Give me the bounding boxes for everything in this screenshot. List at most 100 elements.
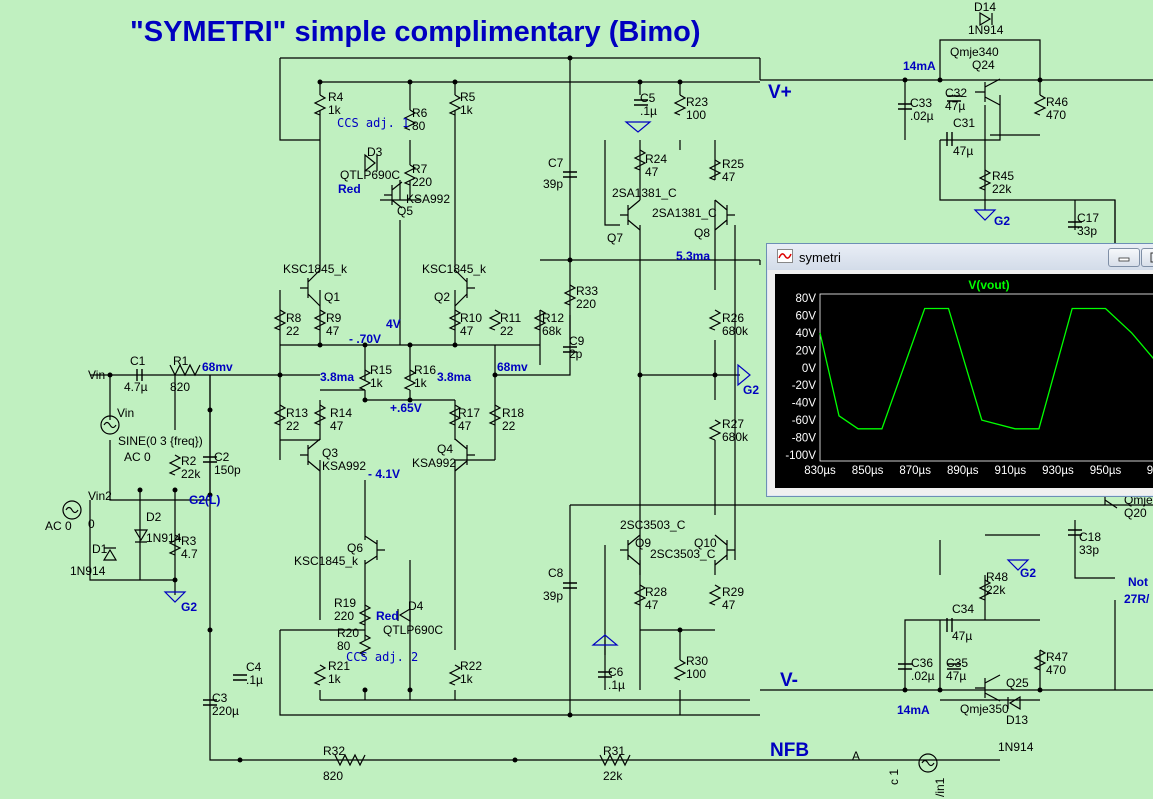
net-label-vin2[interactable]: Vin2 [88,489,112,503]
label-q6-value[interactable]: KSC1845_k [294,554,359,568]
net-label-a[interactable]: A [852,749,861,763]
label-d14-value[interactable]: 1N914 [968,23,1004,37]
label-c7-name[interactable]: C7 [548,156,564,170]
label-d3-value[interactable]: QTLP690C [340,168,401,182]
label-q25-value[interactable]: Qmje350 [960,702,1009,716]
label-q8-value[interactable]: 2SA1381_C [652,206,717,220]
label-q6-name[interactable]: Q6 [347,541,364,555]
label-c5[interactable]: C5.1µ [640,91,657,118]
label-r1-value[interactable]: 820 [170,380,191,394]
label-d13-name[interactable]: D13 [1006,713,1029,727]
label-d2-name[interactable]: D2 [146,510,162,524]
net-label-vin[interactable]: Vin [88,368,106,382]
label-c8-name[interactable]: C8 [548,566,564,580]
label-c31-name[interactable]: C31 [953,116,976,130]
label-c33[interactable]: C33.02µ [910,96,934,123]
net-label-vplus[interactable]: V+ [768,82,792,103]
label-r32-name[interactable]: R32 [323,744,346,758]
label-c34-name[interactable]: C34 [952,602,975,616]
label-q8-name[interactable]: Q8 [694,226,711,240]
label-r31-value[interactable]: 22k [603,769,623,783]
waveform-titlebar[interactable]: symetri [767,244,1153,270]
minimize-button[interactable] [1108,248,1140,267]
net-label-vminus[interactable]: V- [780,670,798,691]
label-c34-value[interactable]: 47µ [952,629,973,643]
label-r32-value[interactable]: 820 [323,769,344,783]
label-d2-value[interactable]: 1N914 [146,531,182,545]
label-q25-name[interactable]: Q25 [1006,676,1029,690]
label-d4-name[interactable]: D4 [408,599,424,613]
label-q7-value[interactable]: 2SA1381_C [612,186,677,200]
label-d1-name[interactable]: D1 [92,542,108,556]
label-q9-name[interactable]: Q9 [635,536,652,550]
label-d14-name[interactable]: D14 [974,0,997,14]
label-c31-value[interactable]: 47µ [953,144,974,158]
label-q10-value[interactable]: 2SC3503_C [650,547,716,561]
label-q4-name[interactable]: Q4 [437,442,454,456]
label-d13-value[interactable]: 1N914 [998,740,1034,754]
label-q7-name[interactable]: Q7 [607,231,624,245]
label-c1-name[interactable]: C1 [130,354,146,368]
label-q5-name[interactable]: Q5 [397,204,414,218]
label-q2-name[interactable]: Q2 [434,290,451,304]
label-q1-name[interactable]: Q1 [324,290,341,304]
maximize-button[interactable] [1141,248,1153,267]
label-c36[interactable]: C36.02µ [911,656,935,683]
label-d3-name[interactable]: D3 [367,145,383,159]
label-q5-value[interactable]: KSA992 [406,192,451,206]
label-q10-name[interactable]: Q10 [694,536,717,550]
label-q4-value[interactable]: KSA992 [412,456,457,470]
label-c7-value[interactable]: 39p [543,177,564,191]
label-c4[interactable]: C4.1µ [246,660,263,687]
label-q9-value[interactable]: 2SC3503_C [620,518,686,532]
label-q2-value[interactable]: KSC1845_k [422,262,487,276]
label-d4-value[interactable]: QTLP690C [383,623,444,637]
label-r31-name[interactable]: R31 [603,744,626,758]
net-label-nfb[interactable]: NFB [770,740,810,761]
label-d1-value[interactable]: 1N914 [70,564,106,578]
label-c1-value[interactable]: 4.7µ [124,380,148,394]
